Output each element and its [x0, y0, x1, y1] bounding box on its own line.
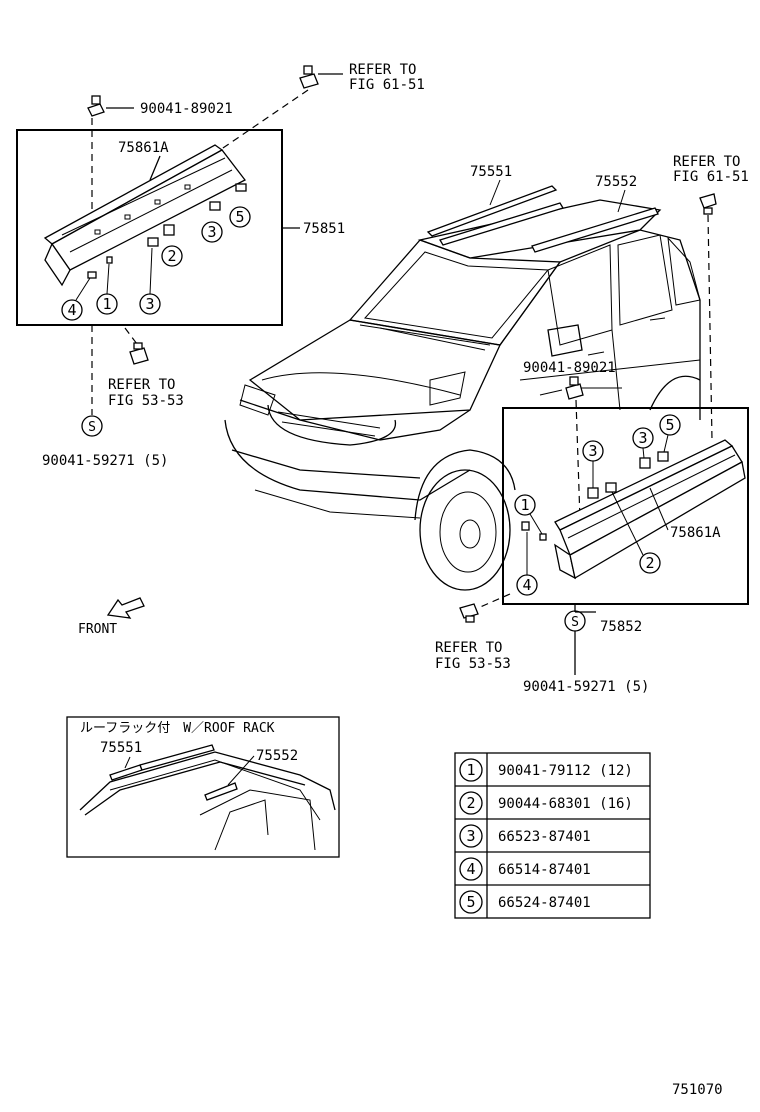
inset-label-left: 75551 — [100, 740, 142, 756]
roof-molding-75551-shape — [426, 185, 558, 237]
refer-label-right-line1: REFER TO — [673, 154, 740, 170]
callout-1-right: 1 — [514, 494, 543, 535]
assy-label-left: 75851 — [303, 221, 345, 237]
clip-3-left-a — [209, 201, 221, 211]
callout-4-left: 4 — [61, 277, 91, 321]
legend-row-3: 3 66523-87401 — [459, 824, 591, 848]
clip-3-right-b — [639, 457, 651, 469]
inset-rail-75552 — [204, 782, 238, 801]
refer-label-top-line2: FIG 61-51 — [349, 77, 425, 93]
legend-part-3: 66523-87401 — [498, 829, 591, 845]
callout-5-left: 5 — [229, 206, 251, 228]
legend-part-4: 66514-87401 — [498, 862, 591, 878]
svg-text:2: 2 — [645, 554, 654, 572]
roof-molding-parts — [426, 179, 659, 253]
clip-4-left — [87, 271, 97, 279]
svg-text:2: 2 — [466, 794, 475, 812]
svg-text:3: 3 — [207, 223, 216, 241]
vehicle-illustration — [224, 199, 701, 591]
refer-label-left-line2: FIG 53-53 — [108, 393, 184, 409]
refer-label-bottom-line2: FIG 53-53 — [435, 656, 511, 672]
assy-label-right: 75852 — [600, 619, 642, 635]
screw-label-left: 90041-59271 (5) — [42, 453, 168, 469]
callout-3-right-b: 3 — [632, 427, 654, 459]
svg-text:2: 2 — [167, 247, 176, 265]
callout-2-left: 2 — [161, 245, 183, 267]
inset-roof-illustration — [79, 744, 336, 851]
clip-top — [299, 65, 343, 89]
refer-label-bottom-line1: REFER TO — [435, 640, 502, 656]
legend-row-2: 2 90044-68301 (16) — [459, 791, 633, 815]
svg-text:3: 3 — [466, 827, 475, 845]
clip-2-left — [163, 224, 175, 236]
svg-text:4: 4 — [466, 860, 475, 878]
legend-part-1: 90041-79112 (12) — [498, 763, 633, 779]
svg-text:1: 1 — [520, 496, 529, 514]
roof-rack-inset-box — [66, 716, 340, 858]
callout-1-left: 1 — [96, 263, 118, 315]
bolt-label-right: 90041-89021 — [523, 360, 616, 376]
callout-2-right: 2 — [611, 491, 661, 574]
diagram-number: 751070 — [672, 1082, 723, 1098]
clip-3-left-b — [147, 237, 159, 247]
rocker-molding-right — [554, 439, 746, 580]
callout-3-left-a: 3 — [201, 221, 223, 243]
refer-label-left-line1: REFER TO — [108, 377, 175, 393]
rocker-molding-left — [43, 144, 246, 287]
callout-3-left-b: 3 — [139, 247, 161, 315]
parts-legend-table: 1 90041-79112 (12) 2 90044-68301 (16) 3 … — [454, 752, 651, 919]
legend-row-1: 1 90041-79112 (12) — [459, 758, 633, 782]
svg-text:S: S — [571, 615, 579, 630]
roof-molding-75552-shape — [531, 207, 659, 253]
svg-text:1: 1 — [466, 761, 475, 779]
svg-text:5: 5 — [235, 208, 244, 226]
svg-text:4: 4 — [522, 576, 531, 594]
clip-1-left — [106, 256, 113, 264]
callout-4-right: 4 — [516, 532, 538, 596]
bolt-right — [565, 376, 584, 400]
svg-text:3: 3 — [588, 442, 597, 460]
svg-text:5: 5 — [466, 893, 475, 911]
legend-part-2: 90044-68301 (16) — [498, 796, 633, 812]
svg-text:1: 1 — [102, 295, 111, 313]
legend-row-4: 4 66514-87401 — [459, 857, 591, 881]
screw-s-left: S — [81, 415, 103, 437]
screw-label-right: 90041-59271 (5) — [523, 679, 649, 695]
inset-label-right: 75552 — [256, 748, 298, 764]
roof-label-left: 75551 — [470, 164, 512, 180]
clip-5-right — [657, 451, 669, 462]
legend-row-5: 5 66524-87401 — [459, 890, 591, 914]
svg-text:4: 4 — [67, 301, 76, 319]
refer-label-top-line1: REFER TO — [349, 62, 416, 78]
screw-s-right: S — [564, 610, 586, 632]
clip-5-left — [235, 183, 247, 192]
svg-text:S: S — [88, 420, 96, 435]
svg-text:5: 5 — [665, 416, 674, 434]
svg-text:3: 3 — [638, 429, 647, 447]
clip-1-right — [521, 521, 530, 531]
roof-label-right: 75552 — [595, 174, 637, 190]
legend-part-5: 66524-87401 — [498, 895, 591, 911]
inset-title: ルーフラック付 W／ROOF RACK — [80, 721, 275, 736]
right-assembly-box — [502, 407, 749, 605]
clip-2-right — [605, 482, 617, 493]
front-arrow-icon — [106, 597, 145, 619]
clip-left-lower — [129, 342, 149, 365]
clip-right-top — [699, 193, 717, 215]
refer-label-right-line2: FIG 61-51 — [673, 169, 749, 185]
svg-text:3: 3 — [145, 295, 154, 313]
callout-3-right-a: 3 — [582, 440, 604, 488]
bolt-top-left — [87, 95, 134, 117]
clip-4-right — [539, 533, 547, 541]
callout-5-right: 5 — [659, 414, 681, 453]
clip-right-lower — [459, 603, 479, 623]
molding-label-left: 75861A — [118, 140, 169, 156]
bolt-label-top-left: 90041-89021 — [140, 101, 233, 117]
clip-3-right-a — [587, 487, 599, 499]
molding-label-right: 75861A — [670, 525, 721, 541]
front-label: FRONT — [78, 622, 117, 637]
